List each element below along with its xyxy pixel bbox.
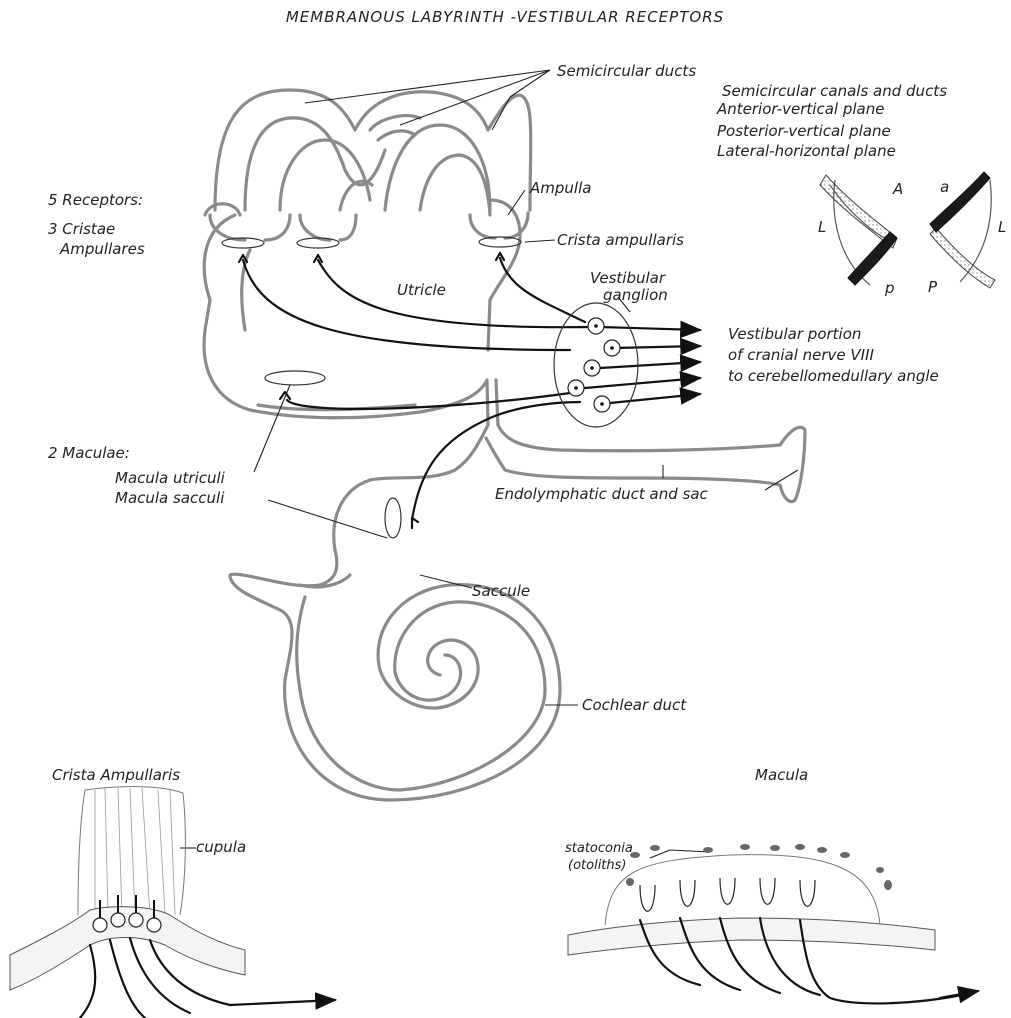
macula-sacculi-shape	[385, 498, 401, 538]
macula-inset	[568, 844, 978, 1003]
label-vestibular-ganglion-2: ganglion	[603, 286, 668, 304]
crista-ampullaris-inset	[10, 787, 335, 1018]
label-endolymphatic: Endolymphatic duct and sac	[495, 485, 709, 503]
label-cochlear-duct: Cochlear duct	[582, 696, 687, 714]
label-saccule: Saccule	[472, 582, 530, 600]
label-macula-sacculi: Macula sacculi	[115, 489, 225, 507]
crista-3	[479, 237, 521, 247]
label-plane-posterior: Posterior-vertical plane	[717, 122, 891, 140]
label-planes-heading: Semicircular canals and ducts	[722, 82, 947, 100]
label-statoconia-1: statoconia	[565, 841, 633, 856]
label-statoconia-2: (otoliths)	[568, 858, 626, 873]
label-cupula: cupula	[196, 838, 246, 856]
semicircular-ducts	[210, 90, 531, 240]
label-ampulla: Ampulla	[529, 179, 591, 197]
diagram-title: MEMBRANOUS LABYRINTH -VESTIBULAR RECEPTO…	[286, 8, 724, 26]
label-crista-ampullaris-heading: Crista Ampullaris	[52, 766, 180, 784]
label-plane-lateral: Lateral-horizontal plane	[717, 142, 896, 160]
label-macula-utriculi: Macula utriculi	[115, 469, 226, 487]
label-nerve-1: Vestibular portion	[728, 325, 861, 343]
label-crista-ampullaris: Crista ampullaris	[557, 231, 684, 249]
letter-left-A: A	[892, 180, 903, 198]
label-nerve-2: of cranial nerve VIII	[728, 346, 875, 364]
label-receptors-5: 5 Receptors:	[48, 191, 143, 209]
letter-right-L: L	[998, 218, 1006, 236]
label-plane-anterior: Anterior-vertical plane	[716, 100, 884, 118]
letter-right-P: P	[928, 278, 938, 296]
letter-left-L: L	[818, 218, 826, 236]
label-utricle: Utricle	[397, 281, 446, 299]
label-macula-heading: Macula	[755, 766, 808, 784]
macula-utriculi-shape	[265, 371, 325, 385]
label-nerve-3: to cerebellomedullary angle	[728, 367, 939, 385]
label-semicircular-ducts: Semicircular ducts	[557, 62, 696, 80]
letter-left-p: p	[884, 279, 895, 297]
vestibular-ganglion	[554, 303, 638, 427]
label-vestibular-ganglion-1: Vestibular	[590, 269, 666, 287]
plane-diagram-left	[820, 175, 897, 285]
label-cristae-line2: Ampullares	[59, 240, 145, 258]
label-maculae-2: 2 Maculae:	[48, 444, 130, 462]
letter-right-a: a	[940, 178, 949, 196]
label-cristae-line1: 3 Cristae	[48, 220, 115, 238]
